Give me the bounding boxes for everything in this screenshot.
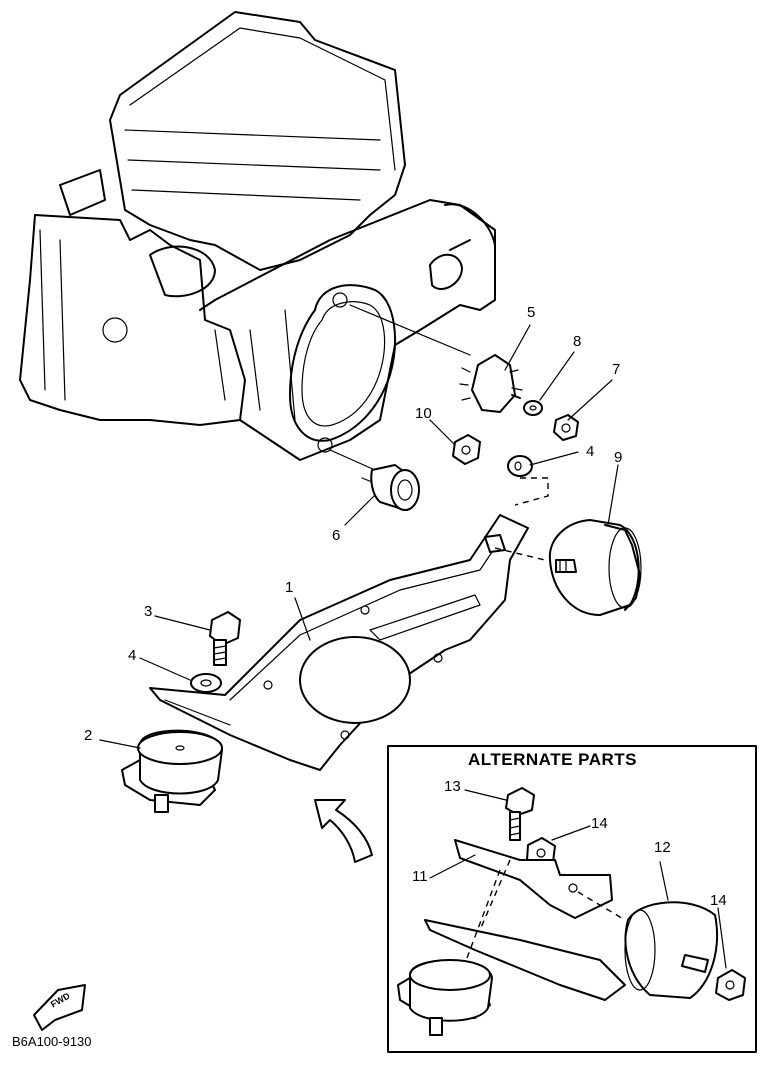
callout-14-right: 14 (710, 892, 727, 909)
callout-13: 13 (444, 778, 461, 795)
direction-arrow (314, 799, 373, 863)
callout-5: 5 (527, 304, 536, 321)
part-9-rubber-mount (548, 519, 642, 616)
callout-2: 2 (84, 727, 93, 744)
part-8-washer (523, 400, 543, 416)
small-parts (452, 400, 579, 506)
alternate-parts-box (387, 745, 757, 1053)
leader-lines (99, 324, 727, 969)
callout-8: 8 (573, 333, 582, 350)
part-5-damper (459, 354, 523, 413)
engine-block (19, 11, 496, 471)
callout-1: 1 (285, 579, 294, 596)
part-10-nut (452, 434, 481, 465)
alternate-parts-title: ALTERNATE PARTS (468, 750, 637, 769)
part-2-rubber-mount (121, 729, 223, 813)
part-6-bushing (361, 464, 420, 511)
part-1-bracket (149, 514, 546, 771)
callout-4-lower: 4 (128, 647, 137, 664)
callout-3: 3 (144, 603, 153, 620)
callout-11: 11 (412, 868, 428, 885)
callout-10: 10 (415, 405, 432, 422)
part-4-washer-upper (507, 455, 533, 477)
callout-4-upper: 4 (586, 443, 595, 460)
callout-9: 9 (614, 449, 623, 466)
fwd-arrow-icon (33, 984, 86, 1031)
callout-14-upper: 14 (591, 815, 608, 832)
callout-6: 6 (332, 527, 341, 544)
diagram-code: B6A100-9130 (12, 1034, 92, 1049)
part-7-nut (553, 414, 579, 441)
part-3-bolt (209, 611, 241, 666)
part-4-washer-lower (190, 673, 222, 693)
callout-7: 7 (612, 361, 621, 378)
callout-12: 12 (654, 839, 671, 856)
